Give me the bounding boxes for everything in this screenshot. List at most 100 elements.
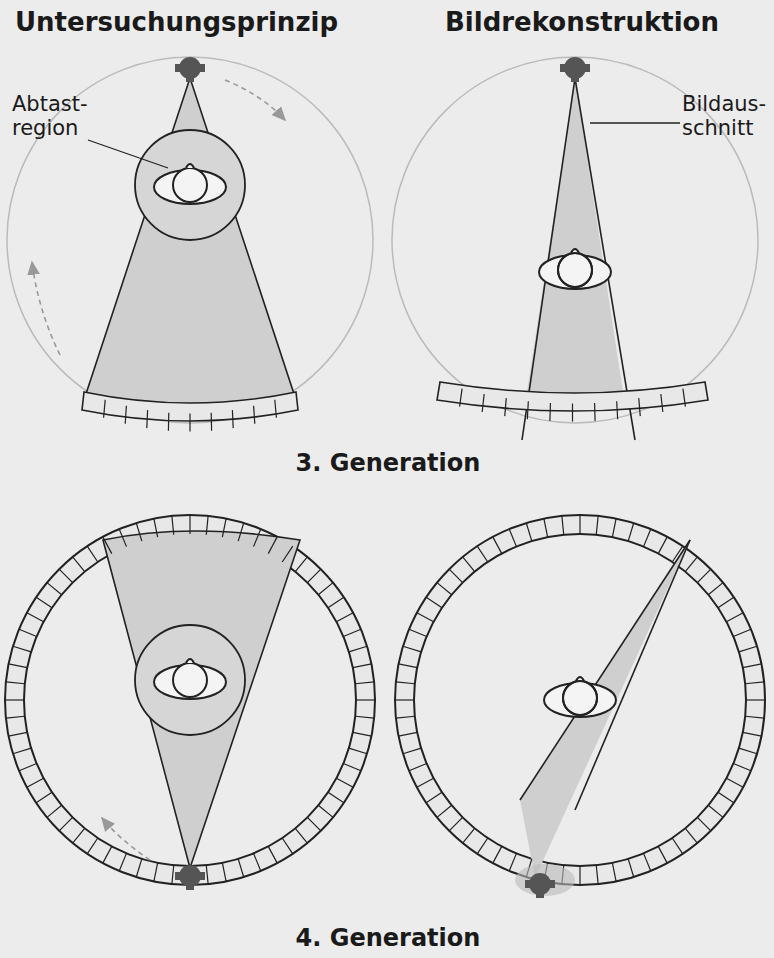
detector-element	[336, 613, 353, 622]
detector-element	[103, 537, 112, 554]
detector-element	[119, 529, 126, 547]
detector-element	[396, 682, 415, 684]
detector-element	[206, 865, 208, 884]
detector-element	[5, 699, 24, 700]
detector-element	[399, 732, 418, 736]
detector-element	[222, 863, 226, 882]
detector-element	[594, 403, 596, 421]
detector-element	[36, 792, 52, 803]
detector-element	[13, 748, 31, 754]
detector-element	[136, 523, 142, 541]
detector-element	[509, 529, 516, 547]
detector-element	[617, 401, 618, 419]
detector-element	[683, 389, 686, 407]
detector-element	[59, 569, 72, 582]
detector-element	[697, 569, 710, 582]
detector-element	[47, 805, 62, 817]
callout-label: Abtast- region	[12, 92, 92, 140]
detector-element	[708, 583, 723, 595]
detector-element	[295, 828, 307, 843]
detector-element	[59, 817, 72, 830]
detector-element	[562, 516, 564, 535]
detector-element	[9, 732, 28, 736]
detector-element	[685, 557, 697, 572]
detector-element	[409, 629, 427, 636]
detector-element	[463, 557, 475, 572]
detector-element	[27, 778, 44, 787]
detector-element	[726, 613, 743, 622]
detector-element	[19, 764, 37, 771]
detector-element	[275, 400, 277, 418]
detector-element	[672, 838, 683, 854]
detector-element	[356, 699, 375, 700]
detector-element	[417, 778, 434, 787]
detector-element	[449, 817, 462, 830]
detector-element	[9, 664, 28, 668]
detector-element	[672, 546, 683, 562]
detector-element	[658, 537, 667, 554]
detector-element	[596, 865, 598, 884]
detector-element	[544, 519, 548, 538]
detector-element	[644, 529, 651, 547]
detector-element	[746, 699, 765, 700]
detector-element	[307, 569, 320, 582]
detector-element	[189, 515, 190, 534]
detector-element	[403, 748, 421, 754]
detector-element	[6, 716, 25, 718]
detector-element	[685, 828, 697, 843]
detector-element	[572, 404, 573, 422]
detector-element	[318, 583, 333, 595]
detector-element	[745, 682, 764, 684]
detector-element	[739, 646, 757, 652]
detector-element	[238, 523, 244, 541]
detector-element	[73, 557, 85, 572]
detector-element	[437, 805, 452, 817]
detector-element	[349, 646, 367, 652]
detector-element	[477, 838, 488, 854]
detector-element	[628, 859, 634, 877]
detector-element	[355, 716, 374, 718]
detector-element	[268, 537, 277, 554]
detector-element	[437, 583, 452, 595]
detector-element	[73, 828, 85, 843]
detector-element	[739, 748, 757, 754]
detector-element	[526, 523, 532, 541]
detector-element	[353, 732, 372, 736]
detector-element	[745, 716, 764, 718]
detector-element	[104, 400, 106, 418]
detector-element	[136, 859, 142, 877]
detector-element	[426, 792, 442, 803]
detector-element	[644, 853, 651, 871]
generation-caption: 3. Generation	[296, 450, 481, 478]
detector-element	[13, 646, 31, 652]
detector-element	[493, 846, 502, 863]
detector-element	[460, 389, 463, 407]
detector-element	[222, 519, 226, 538]
detector-element	[505, 398, 507, 416]
detector-element	[395, 699, 414, 700]
detector-element	[718, 792, 734, 803]
detector-element	[282, 546, 293, 562]
detector-element	[119, 853, 126, 871]
detector-element	[103, 846, 112, 863]
detector-element	[708, 805, 723, 817]
detector-element	[399, 664, 418, 668]
detector-element	[349, 748, 367, 754]
detector-element	[27, 613, 44, 622]
detector-element	[238, 859, 244, 877]
detector-element	[509, 853, 516, 871]
column-heading: Bildrekonstruktion	[445, 8, 719, 38]
column-heading: Untersuchungsprinzip	[15, 8, 338, 38]
callout-label: Bildaus- schnitt	[682, 92, 770, 140]
detector-element	[295, 557, 307, 572]
detector-element	[477, 546, 488, 562]
detector-element	[6, 682, 25, 684]
detector-element	[612, 519, 616, 538]
detector-element	[328, 597, 344, 608]
detector-element	[343, 764, 361, 771]
detector-element	[579, 515, 580, 534]
detector-element	[254, 853, 261, 871]
detector-element	[336, 778, 353, 787]
detector-element	[482, 394, 484, 412]
